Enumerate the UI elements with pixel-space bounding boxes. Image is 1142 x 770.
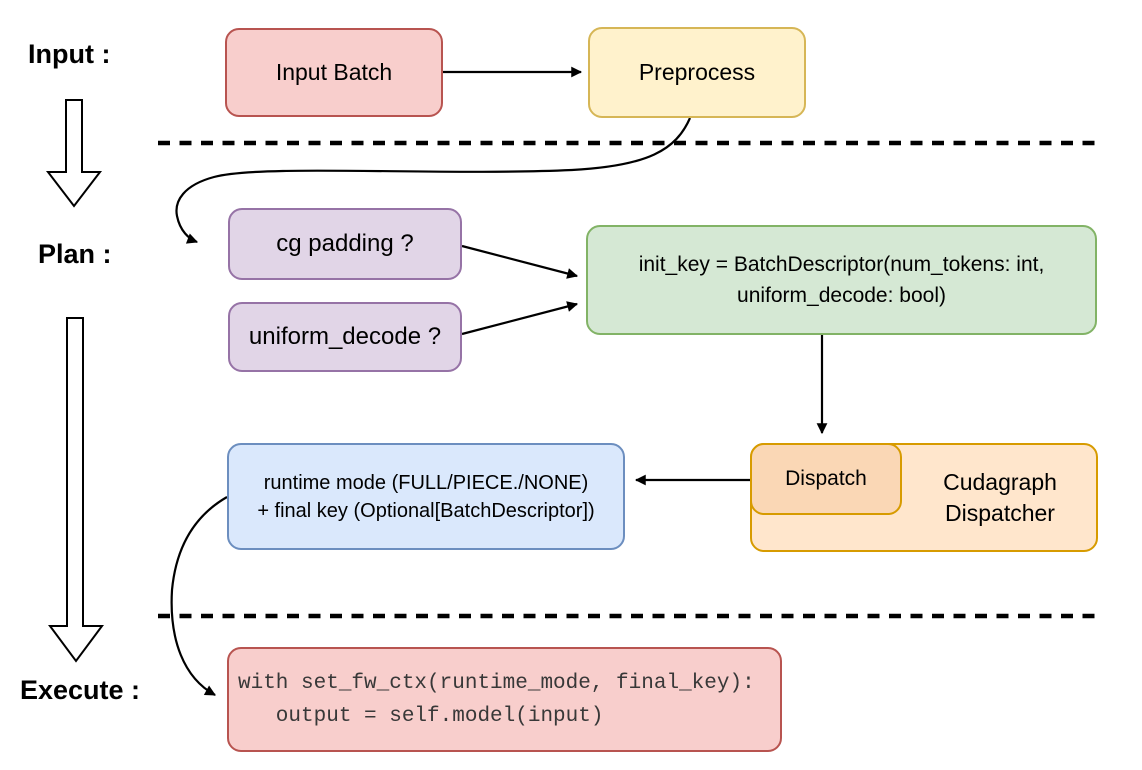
node-init-key-line1: init_key = BatchDescriptor(num_tokens: i… <box>638 253 1045 276</box>
stage-label-execute: Execute : <box>20 675 141 705</box>
node-dispatch-label: Dispatch <box>785 467 867 490</box>
node-init-key-line2: uniform_decode: bool) <box>737 284 946 307</box>
node-uniform-decode-label: uniform_decode ? <box>248 323 442 350</box>
node-preprocess: Preprocess <box>588 27 806 118</box>
arrow-runtimemode-to-execute <box>170 496 228 696</box>
execute-code-line1: with set_fw_ctx(runtime_mode, final_key)… <box>238 671 755 695</box>
node-dispatch: Dispatch <box>750 443 902 515</box>
node-runtime-mode-line2: + final key (Optional[BatchDescriptor]) <box>257 499 595 522</box>
arrow-preprocess-to-cgpadding <box>175 117 692 244</box>
arrow-uniformdecode-to-initkey <box>461 301 579 336</box>
arrow-cgpadding-to-initkey <box>461 244 579 279</box>
stage-label-input: Input : <box>28 39 111 69</box>
node-execute-code: with set_fw_ctx(runtime_mode, final_key)… <box>227 647 782 752</box>
execute-code-line2: output = self.model(input) <box>238 704 604 728</box>
stage-arrow-plan-to-execute <box>48 317 104 663</box>
node-input-batch-label: Input Batch <box>275 59 393 85</box>
node-preprocess-label: Preprocess <box>638 59 756 85</box>
stage-arrow-input-to-plan <box>45 99 103 208</box>
node-cg-padding-label: cg padding ? <box>276 230 414 257</box>
cudagraph-label-line2: Dispatcher <box>945 499 1055 526</box>
node-input-batch: Input Batch <box>225 28 443 117</box>
node-runtime-mode-line1: runtime mode (FULL/PIECE./NONE) <box>263 471 589 494</box>
cudagraph-label-line1: Cudagraph <box>943 468 1057 495</box>
node-init-key: init_key = BatchDescriptor(num_tokens: i… <box>586 225 1097 335</box>
node-runtime-mode: runtime mode (FULL/PIECE./NONE) + final … <box>227 443 625 550</box>
node-cudagraph-dispatcher-label: Cudagraph Dispatcher <box>902 443 1098 552</box>
node-uniform-decode: uniform_decode ? <box>228 302 462 372</box>
stage-label-plan: Plan : <box>38 239 112 269</box>
node-cg-padding: cg padding ? <box>228 208 462 280</box>
